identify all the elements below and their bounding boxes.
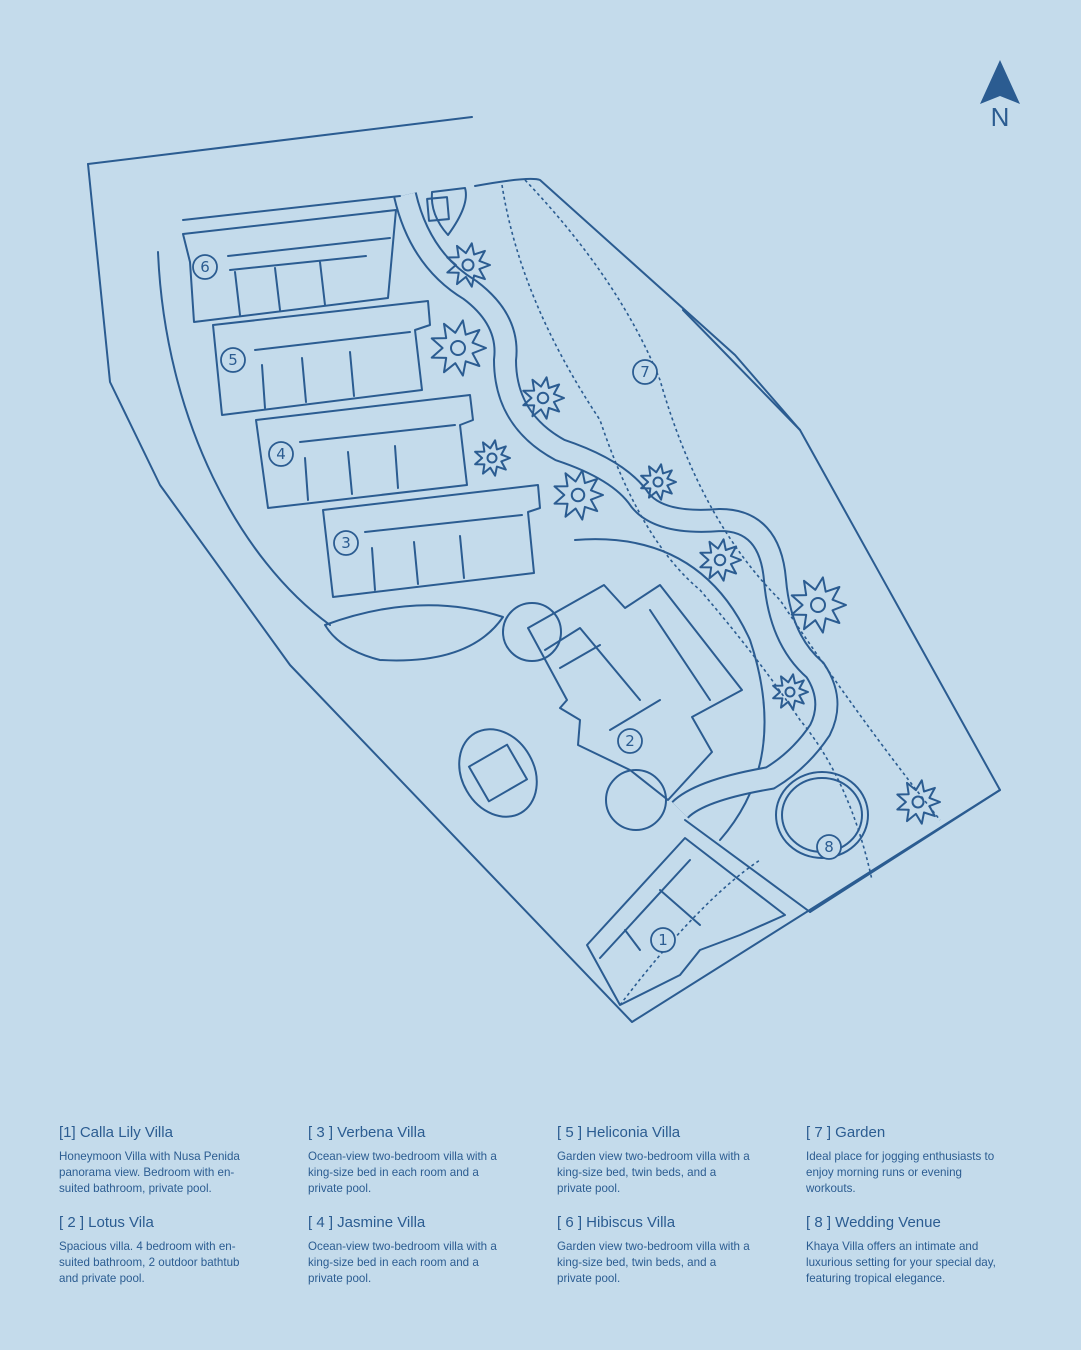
- marker-7[interactable]: 7: [632, 359, 658, 385]
- villa-5-building: [212, 300, 431, 416]
- tree-center: [450, 340, 466, 356]
- tree-icon: [772, 673, 809, 711]
- tree-center: [461, 258, 475, 272]
- tree-icon: [522, 376, 565, 420]
- svg-text:7: 7: [640, 363, 650, 381]
- legend-title: [ 6 ] Hibiscus Villa: [557, 1214, 676, 1231]
- villa-4-building: [255, 394, 474, 509]
- legend-desc: Ideal place for jogging enthusiasts to e…: [806, 1150, 995, 1195]
- villa-3-building: [322, 484, 541, 598]
- legend-title: [ 4 ] Jasmine Villa: [308, 1214, 426, 1231]
- tree-center: [810, 597, 826, 613]
- north-arrow-icon: [980, 60, 1020, 104]
- legend-title: [ 2 ] Lotus Vila: [59, 1214, 154, 1231]
- marker-5[interactable]: 5: [220, 347, 246, 373]
- legend-title: [ 7 ] Garden: [806, 1124, 886, 1141]
- marker-8[interactable]: 8: [816, 834, 842, 860]
- tree-icon: [896, 779, 941, 825]
- villa-1-building: [586, 837, 786, 1006]
- legend-desc: Garden view two-bedroom villa with a kin…: [557, 1150, 750, 1195]
- villa-buildings: [182, 195, 869, 1006]
- trees: [430, 242, 941, 825]
- tree-icon: [553, 469, 604, 521]
- marker-6[interactable]: 6: [192, 254, 218, 280]
- jogging-trails: [501, 179, 941, 1006]
- north-arrow: N: [980, 60, 1020, 132]
- marker-3[interactable]: 3: [333, 530, 359, 556]
- marker-4[interactable]: 4: [268, 441, 294, 467]
- marker-2[interactable]: 2: [617, 728, 643, 754]
- tree-icon: [790, 576, 847, 634]
- tree-center: [652, 476, 664, 488]
- legend-desc: Spacious villa. 4 bedroom with en-suited…: [59, 1240, 240, 1285]
- svg-text:6: 6: [200, 258, 210, 276]
- legend-title: [ 8 ] Wedding Venue: [806, 1214, 941, 1231]
- tree-center: [536, 391, 550, 405]
- tree-icon: [699, 538, 742, 582]
- tree-center: [570, 487, 586, 503]
- svg-text:1: 1: [658, 931, 668, 949]
- tree-icon: [474, 439, 511, 477]
- legend-title: [1] Calla Lily Villa: [59, 1124, 173, 1141]
- tree-center: [486, 452, 498, 464]
- legend-desc: Ocean-view two-bedroom villa with a king…: [308, 1240, 497, 1285]
- tree-center: [784, 686, 796, 698]
- location-markers: 1 2 3 4 5 6 7 8: [192, 254, 842, 953]
- legend-desc: Ocean-view two-bedroom villa with a king…: [308, 1150, 497, 1195]
- road: [393, 187, 839, 820]
- tree-center: [713, 553, 727, 567]
- marker-1[interactable]: 1: [650, 927, 676, 953]
- legend-desc: Honeymoon Villa with Nusa Penida panoram…: [59, 1150, 240, 1195]
- villa-6-building: [182, 209, 397, 323]
- villa-2-building: [527, 584, 743, 801]
- svg-text:8: 8: [824, 838, 834, 856]
- legend-title: [ 5 ] Heliconia Villa: [557, 1124, 681, 1141]
- tree-icon: [446, 242, 491, 288]
- legend-title: [ 3 ] Verbena Villa: [308, 1124, 426, 1141]
- svg-text:4: 4: [276, 445, 286, 463]
- tree-icon: [640, 463, 677, 501]
- svg-text:3: 3: [341, 534, 351, 552]
- north-label: N: [991, 102, 1010, 132]
- tree-center: [911, 795, 925, 809]
- lawn: [324, 604, 504, 662]
- svg-text:2: 2: [625, 732, 635, 750]
- tree-icon: [430, 319, 487, 377]
- legend-desc: Khaya Villa offers an intimate and luxur…: [806, 1240, 996, 1285]
- property-boundary: [87, 116, 1001, 1023]
- svg-text:5: 5: [228, 351, 238, 369]
- legend-desc: Garden view two-bedroom villa with a kin…: [557, 1240, 750, 1285]
- site-map: N: [87, 60, 1020, 1023]
